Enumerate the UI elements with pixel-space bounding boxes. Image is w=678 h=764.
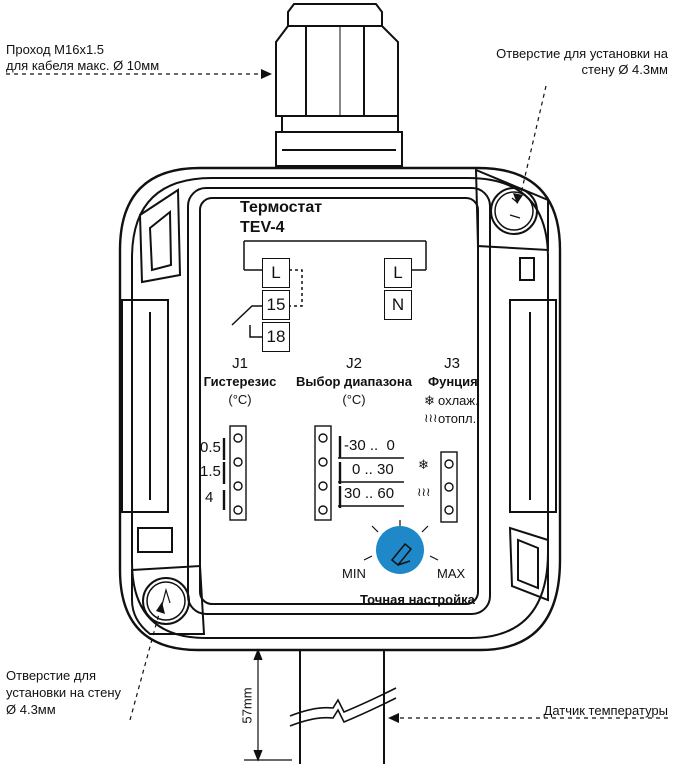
j3-option-cool: охлаж. [438,393,479,408]
cable-gland [275,3,403,167]
terminal-left-l: L [262,258,290,288]
device-title-line2: TEV-4 [240,219,285,236]
wiring-schematic [231,240,427,338]
j1-name: Гистерезис [203,374,277,389]
heat-waves-icon: ≀≀≀ [417,485,431,499]
top-hole-callout-line2: стену Ø 4.3мм [581,62,669,77]
terminal-18: 18 [262,322,290,352]
j1-option-4: 4 [205,489,214,506]
enclosure [118,166,562,652]
jumper-j3-header [440,451,458,523]
gland-callout-line2: для кабеля макс. Ø 10мм [6,58,160,73]
j1-id: J1 [232,355,248,372]
bottom-hole-callout-line2: установки на стену [6,685,122,700]
j3-option-heat: отопл. [438,411,477,426]
snowflake-icon: ❄ [418,457,429,472]
terminal-15: 15 [262,290,290,320]
j1-unit: (°C) [228,392,252,407]
top-hole-callout-line1: Отверстие для установки на [496,46,668,61]
bottom-hole-callout-line3: Ø 4.3мм [6,702,56,717]
knob-max-label: MAX [437,566,466,581]
j2-option-1: -30 .. 0 [344,437,395,454]
snowflake-icon: ❄ [424,393,435,408]
terminal-n: N [384,290,412,320]
device-title-line1: Термостат [240,199,323,216]
j2-unit: (°C) [342,392,366,407]
gland-callout-line1: Проход M16x1.5 [6,42,105,57]
sensor-probe [289,650,397,764]
dimension-label: 57mm [239,687,255,724]
j2-id: J2 [346,355,362,372]
terminal-right-l: L [384,258,412,288]
j3-name: Фунция [428,374,478,389]
j3-id: J3 [444,355,460,372]
j2-option-3: 30 .. 60 [344,485,395,502]
leader-lines [6,73,668,721]
j2-option-2: 0 .. 30 [352,461,394,478]
heat-waves-icon: ≀≀≀ [424,411,438,425]
j2-name: Выбор диапазона [296,374,412,389]
jumper-j2-header [314,425,332,521]
knob-caption: Точная настройка [360,592,475,607]
knob-min-label: MIN [342,566,366,581]
fine-adjust-knob[interactable] [363,520,439,574]
dimension-57mm [244,648,292,762]
bottom-hole-callout-line1: Отверстие для [6,668,97,683]
j1-option-0-5: 0.5 [200,439,221,456]
j1-option-1-5: 1.5 [200,463,221,480]
jumper-j1-header [229,425,247,521]
sensor-callout: Датчик температуры [543,703,668,718]
